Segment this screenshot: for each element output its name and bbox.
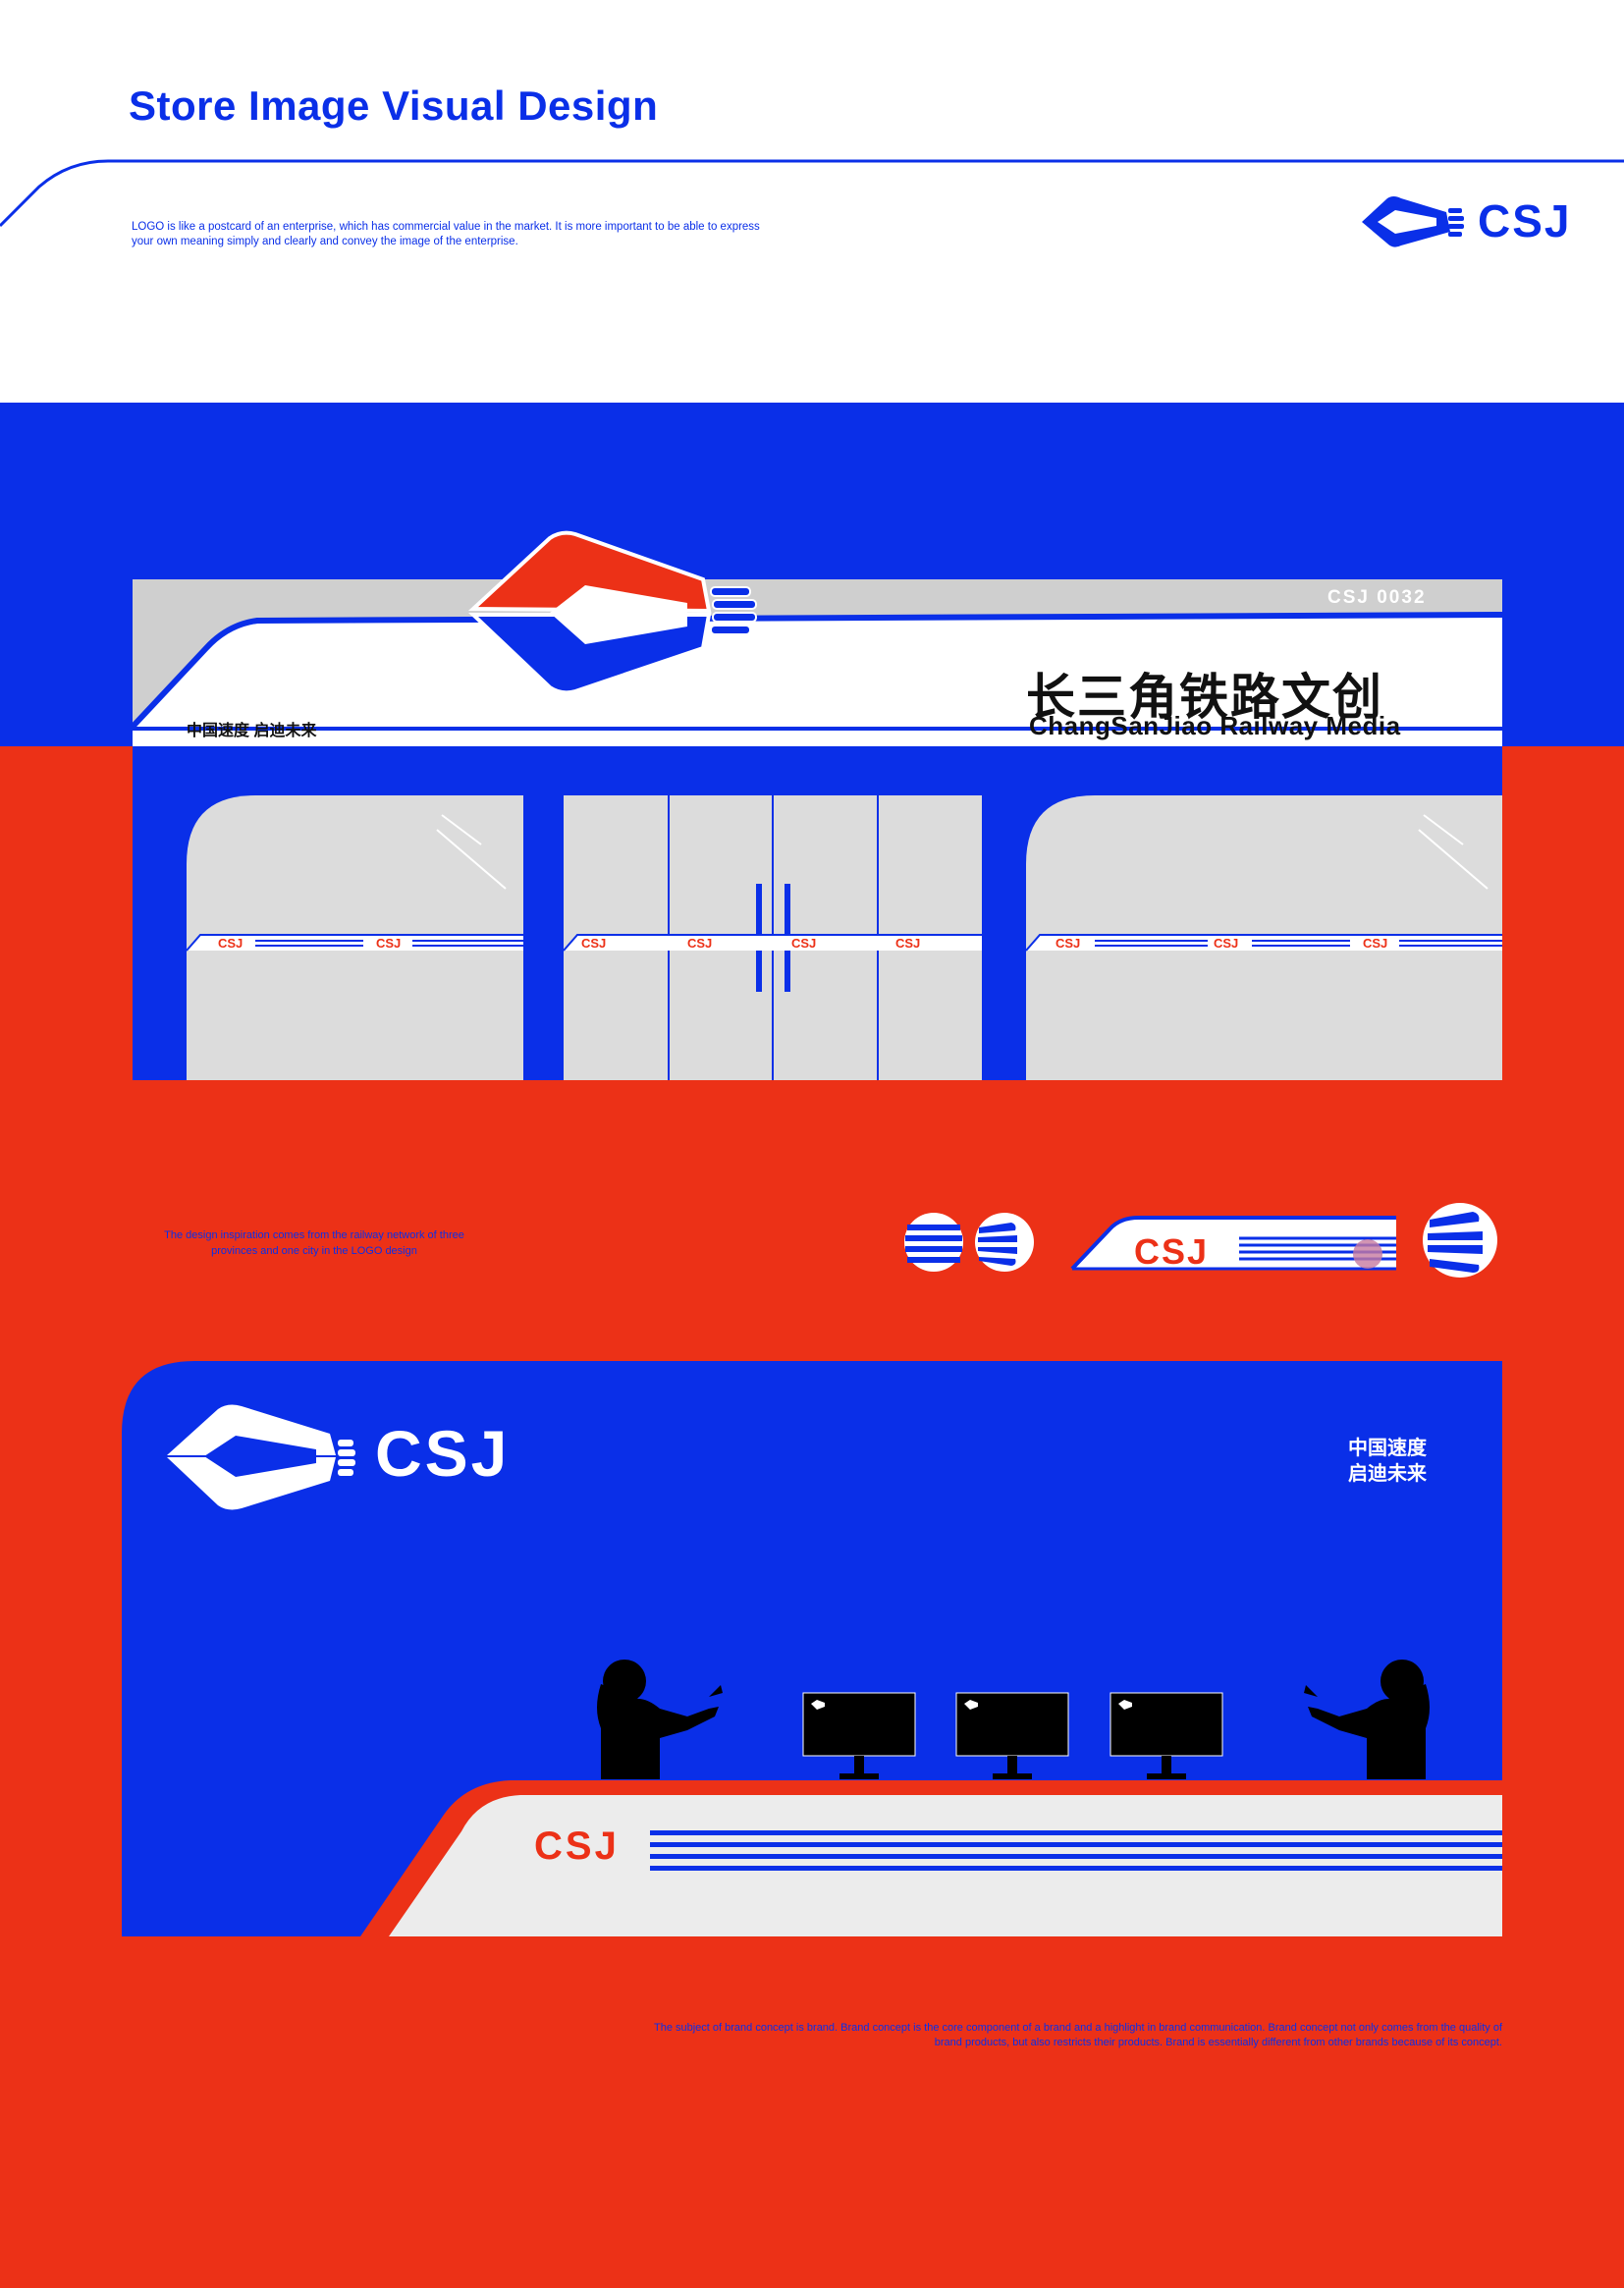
counter-logo-text: CSJ	[534, 1825, 620, 1868]
reception-slogan-line2: 启迪未来	[1348, 1463, 1427, 1485]
fan-circle-large-icon	[1423, 1203, 1497, 1278]
inspiration-text: The design inspiration comes from the ra…	[164, 1229, 464, 1257]
stripe-label: CSJ	[895, 936, 921, 951]
fan-circle-icon	[975, 1213, 1034, 1272]
sign-name-en: ChangSanJiao Railway Media	[1029, 711, 1401, 740]
reception-logo-icon	[167, 1404, 355, 1510]
nameplate-badge	[1070, 1216, 1396, 1271]
reception-logo-text: CSJ	[375, 1417, 511, 1490]
sign-logo-icon	[467, 530, 757, 695]
counter-stripes	[650, 1830, 1502, 1871]
sign-name-cn: 长三角铁路文创	[1026, 670, 1383, 725]
staff-silhouette-right	[1304, 1660, 1430, 1779]
store-code: CSJ 0032	[1327, 587, 1427, 608]
stripe-label: CSJ	[376, 936, 402, 951]
csj-emblem-icon	[1362, 196, 1464, 247]
stripe-label: CSJ	[687, 936, 713, 951]
reception-illustration	[122, 1361, 1502, 1936]
page-title: Store Image Visual Design	[129, 82, 659, 129]
storefront-illustration	[130, 530, 1503, 1080]
staff-silhouette-left	[597, 1660, 723, 1779]
design-elements	[904, 1203, 1497, 1278]
intro-paragraph: LOGO is like a postcard of an enterprise…	[132, 221, 760, 247]
window-stripe-band	[186, 934, 1502, 952]
header-logo: CSJ	[1360, 192, 1586, 255]
monitor	[1110, 1692, 1223, 1779]
stripe-circle-icon	[904, 1213, 963, 1272]
sign-white-panel	[133, 615, 1502, 746]
stripe-label: CSJ	[791, 936, 817, 951]
stripe-label: CSJ	[1214, 936, 1239, 951]
badge-text: CSJ	[1134, 1231, 1210, 1272]
stripe-label: CSJ	[581, 936, 607, 951]
header-logo-text: CSJ	[1478, 195, 1572, 246]
brand-concept-text: The subject of brand concept is brand. B…	[653, 2022, 1502, 2048]
stripe-label: CSJ	[1056, 936, 1081, 951]
reception-slogan-line1: 中国速度	[1348, 1438, 1427, 1459]
stripe-label: CSJ	[1363, 936, 1388, 951]
stripe-label: CSJ	[218, 936, 244, 951]
header-swoosh-line	[0, 159, 1624, 228]
sign-slogan: 中国速度 启迪未来	[187, 723, 317, 739]
monitor-logo-icon	[811, 1700, 1132, 1710]
